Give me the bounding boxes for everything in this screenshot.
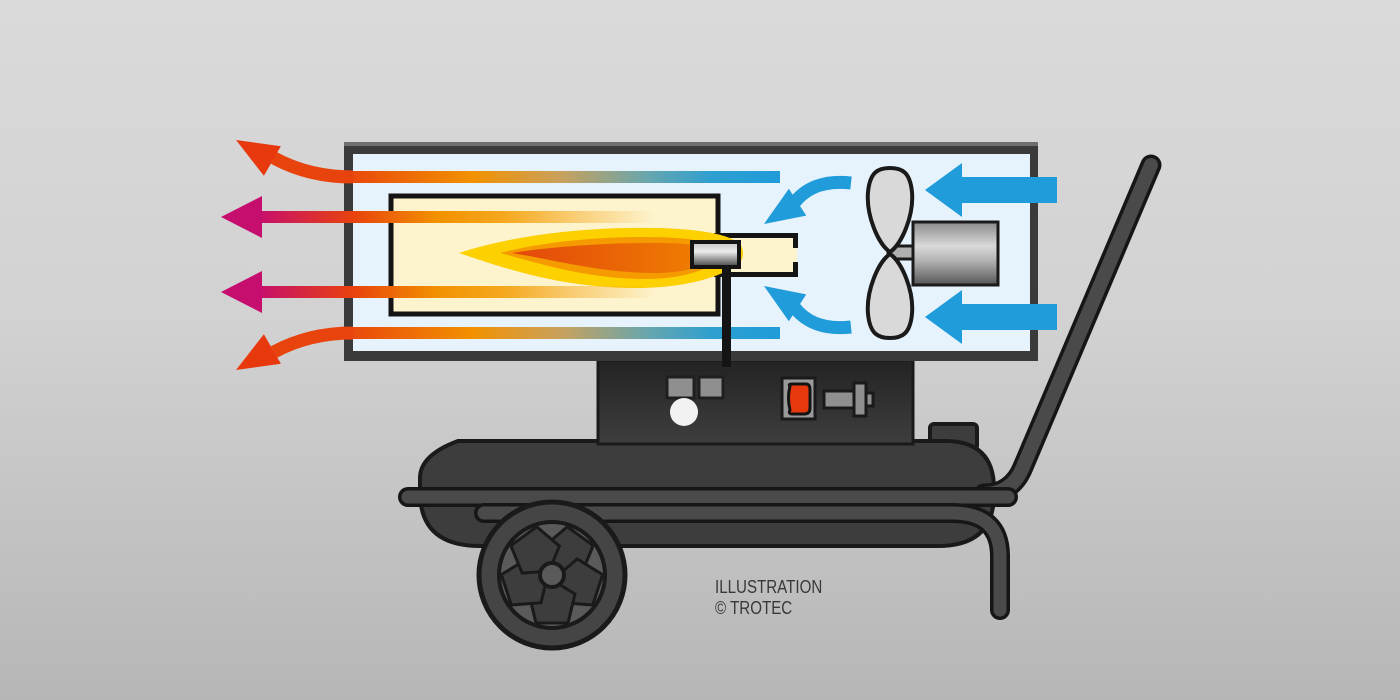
flame: [459, 227, 743, 289]
wheel: [476, 499, 628, 651]
cold-air-swirl-top: [764, 175, 852, 224]
thermostat-knob: [670, 398, 698, 426]
hot-air-output: [221, 140, 780, 370]
heat-streak-bottom: [340, 327, 780, 339]
hot-air-arrow-lower-mid: [221, 271, 655, 313]
flame-core: [512, 243, 720, 273]
burner-nozzle: [690, 240, 741, 269]
hot-air-arrow-top: [236, 140, 354, 184]
fan-blades: [865, 166, 915, 340]
cold-air-input: [764, 163, 1057, 344]
cart-chassis: [398, 154, 1162, 651]
power-switch: [780, 376, 817, 421]
cold-air-swirl-bottom: [764, 286, 852, 335]
hot-air-arrow-upper-mid: [221, 196, 655, 238]
frame-tube-lower: [474, 503, 1010, 620]
power-connector: [822, 381, 875, 418]
fuel-line: [722, 260, 731, 367]
caption-line1: ILLUSTRATION: [715, 577, 823, 597]
hot-air-arrow-bottom: [236, 326, 354, 370]
cold-air-arrow-bottom: [925, 290, 1057, 344]
indicator-block-right: [697, 375, 725, 400]
caption: ILLUSTRATION © TROTEC: [715, 577, 822, 619]
heat-streak-top: [340, 171, 780, 183]
caption-line2: © TROTEC: [715, 598, 793, 618]
fan-assembly: [865, 166, 1000, 340]
indicator-block-left: [665, 375, 696, 400]
wheel-hub: [538, 561, 566, 589]
control-panel: [596, 358, 915, 446]
cold-air-arrow-top: [925, 163, 1057, 217]
fan-motor: [911, 220, 1000, 287]
